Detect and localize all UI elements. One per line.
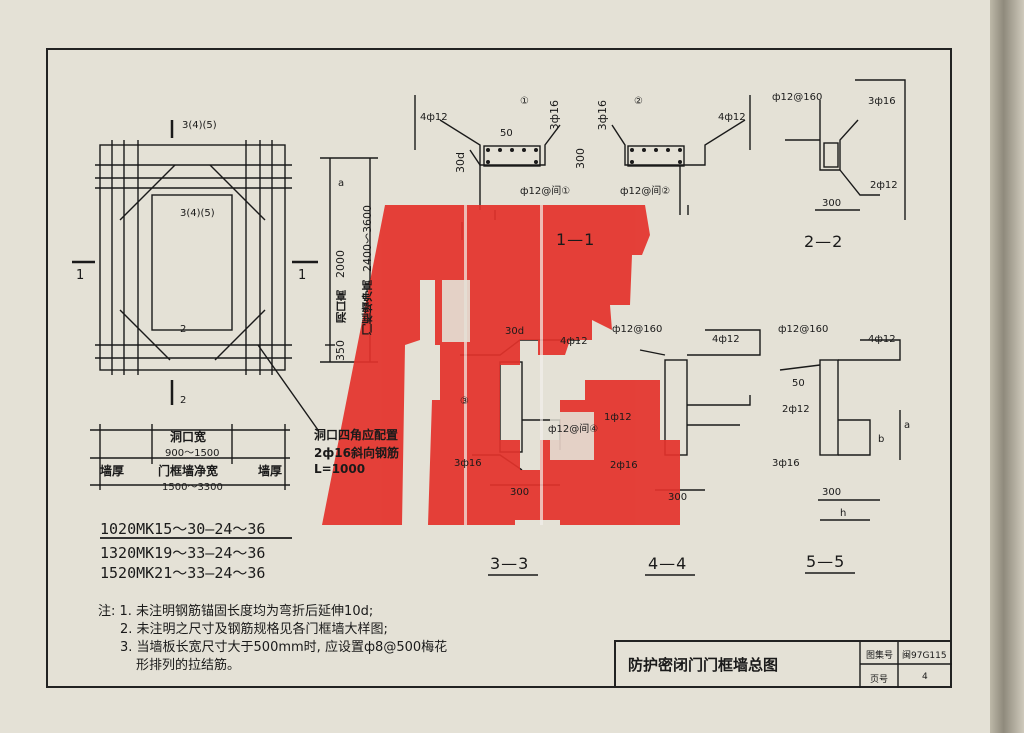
label-frame-width: 门框墙净宽 xyxy=(158,464,219,478)
dim-opening-width: 900～1500 xyxy=(165,448,220,459)
s1-dim-50: 50 xyxy=(500,128,513,139)
red-stamp xyxy=(322,205,680,525)
page-number: 4 xyxy=(922,672,928,682)
drawing-title: 防护密闭门门框墙总图 xyxy=(628,656,779,674)
s1-bar-mid-right: 3ф16 xyxy=(596,100,609,131)
dim-2000: 2000 xyxy=(334,250,347,278)
atlas-number: 闽97G115 xyxy=(902,651,947,661)
s4-bar-mid: 1ф12 xyxy=(604,412,632,423)
label-opening-width: 洞口宽 xyxy=(170,430,207,444)
title-block xyxy=(614,640,952,686)
drawing-frame xyxy=(46,48,952,688)
s5-bar-low: 3ф16 xyxy=(772,458,800,469)
door-opening xyxy=(151,194,233,331)
s3-dim-30d: 30d xyxy=(505,326,525,337)
frame-wall-outline xyxy=(99,144,286,371)
s5-dim-h: h xyxy=(840,508,847,519)
model-1020: 1020MK15～30—24～36 xyxy=(100,520,266,538)
s4-title: 4—4 xyxy=(648,554,688,573)
note-1: 注: 1. 未注明钢筋锚固长度均为弯折后延伸10d; xyxy=(98,604,374,619)
label-wall-thickness-right: 墙厚 xyxy=(258,464,283,478)
note-3-cont: 形排列的拉结筋。 xyxy=(136,658,241,673)
s5-bar-top-left: ф12@160 xyxy=(778,324,829,335)
s1-bar-left: 4ф12 xyxy=(420,112,448,123)
s3-bar-bottom: 3ф16 xyxy=(454,458,482,469)
s2-bar-top: ф12@160 xyxy=(772,92,823,103)
s1-dim-30d: 30d xyxy=(454,152,467,173)
s4-bar-low: 2ф16 xyxy=(610,460,638,471)
label-opening-height: 洞口高 xyxy=(335,290,348,323)
section-mark-mid: 3(4)(5) xyxy=(180,208,215,219)
s2-bar-low: 2ф12 xyxy=(870,180,898,191)
dim-a-label: a xyxy=(338,178,345,189)
note-2: 2. 未注明之尺寸及钢筋规格见各门框墙大样图; xyxy=(120,622,388,637)
s5-dim-b: b xyxy=(878,434,885,445)
page-number-label: 页号 xyxy=(870,675,889,685)
s3-circle-3: ③ xyxy=(460,396,469,407)
corner-note-line3: L=1000 xyxy=(314,462,366,476)
s2-title: 2—2 xyxy=(804,232,844,251)
label-wall-thickness-left: 墙厚 xyxy=(100,464,125,478)
section-mark-top: 3(4)(5) xyxy=(182,120,217,131)
atlas-number-label: 图集号 xyxy=(866,651,894,661)
s5-dim-300: 300 xyxy=(822,487,842,498)
s1-dim-300: 300 xyxy=(574,148,587,169)
side-mark-right: 1 xyxy=(298,268,307,283)
section-mark-bottom-b: 2 xyxy=(180,395,187,406)
s1-stirrup-left: ф12@间① xyxy=(520,186,571,197)
s5-bar-top-right: 4ф12 xyxy=(868,334,896,345)
note-3: 3. 当墙板长宽尺寸大于500mm时, 应设置ф8@500梅花 xyxy=(120,640,448,655)
s3-dim-300: 300 xyxy=(510,487,530,498)
s1-title: 1—1 xyxy=(556,230,596,249)
s4-bar-top-right: 4ф12 xyxy=(712,334,740,345)
s5-bar-mid: 2ф12 xyxy=(782,404,810,415)
s3-title: 3—3 xyxy=(490,554,530,573)
s1-bar-right: 4ф12 xyxy=(718,112,746,123)
dim-350: 350 xyxy=(334,340,347,361)
dim-height-range: 2400～3600 xyxy=(361,205,374,272)
s1-stirrup-right: ф12@间② xyxy=(620,186,671,197)
s1-circle-1: ① xyxy=(520,96,529,107)
s2-bar-right: 3ф16 xyxy=(868,96,896,107)
corner-note-line1: 洞口四角应配置 xyxy=(314,428,399,442)
s3-bar-top: 4ф12 xyxy=(560,336,588,347)
s5-title: 5—5 xyxy=(806,552,846,571)
section-mark-bottom-a: 2 xyxy=(180,324,187,335)
label-frame-height: 门框墙净高 xyxy=(361,280,374,335)
s2-dim-300: 300 xyxy=(822,198,842,209)
s5-dim-50: 50 xyxy=(792,378,805,389)
dim-frame-width: 1500～3300 xyxy=(162,482,223,493)
s1-bar-mid-left: 3ф16 xyxy=(548,100,561,131)
s3-stirrup: ф12@间④ xyxy=(548,424,599,435)
book-binding-edge xyxy=(990,0,1024,733)
side-mark-left: 1 xyxy=(76,268,85,283)
corner-note-line2: 2ф16斜向钢筋 xyxy=(314,446,399,460)
s5-dim-a: a xyxy=(904,420,911,431)
model-1320: 1320MK19～33—24～36 xyxy=(100,544,266,562)
model-1520: 1520MK21～33—24～36 xyxy=(100,564,266,582)
s4-bar-top-left: ф12@160 xyxy=(612,324,663,335)
s4-dim-300: 300 xyxy=(668,492,688,503)
s1-circle-2: ② xyxy=(634,96,643,107)
